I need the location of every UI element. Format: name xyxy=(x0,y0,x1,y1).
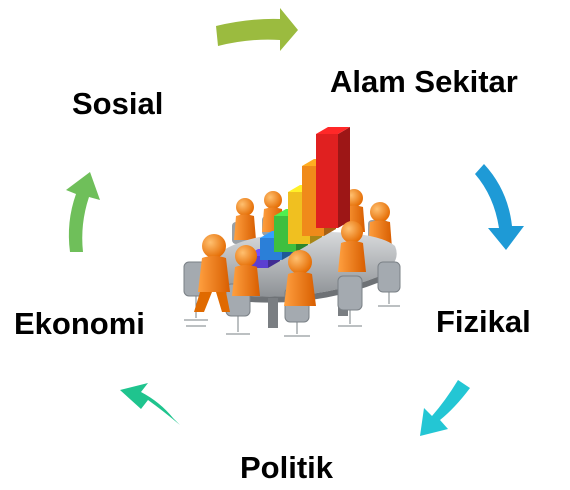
chart-bar xyxy=(316,127,350,228)
arrow-alam-sekitar-to-fizikal xyxy=(475,164,524,250)
figures-front xyxy=(194,221,366,312)
node-sosial: Sosial xyxy=(72,86,164,121)
arrow-fizikal-to-politik xyxy=(420,380,470,436)
node-alam-sekitar: Alam Sekitar xyxy=(330,64,518,99)
node-ekonomi: Ekonomi xyxy=(14,306,145,341)
bar-chart-icon xyxy=(246,127,350,268)
node-politik: Politik xyxy=(240,450,334,485)
arrow-sosial-to-alam-sekitar xyxy=(216,8,298,51)
arrow-ekonomi-to-sosial xyxy=(66,172,100,252)
arrow-politik-to-ekonomi xyxy=(120,383,180,425)
node-fizikal: Fizikal xyxy=(436,304,531,339)
